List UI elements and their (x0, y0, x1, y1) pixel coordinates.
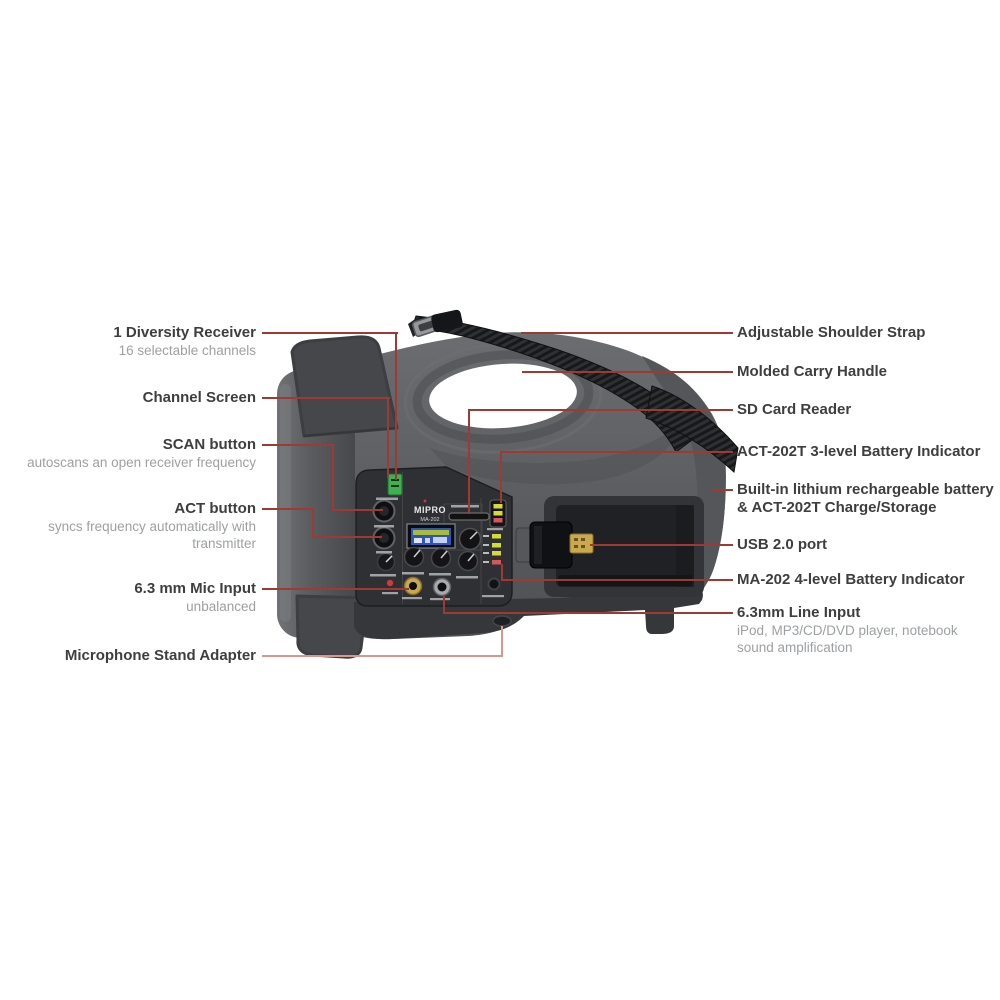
label-scan-button-sub: autoscans an open receiver frequency (27, 455, 256, 470)
shoulder-strap (408, 309, 739, 473)
leader-3level-indicator (500, 451, 733, 453)
label-4level-indicator: MA-202 4-level Battery Indicator (737, 571, 965, 589)
four-level-battery-indicator (483, 534, 501, 565)
label-act-button-sub1: syncs frequency automatically with (48, 519, 256, 534)
label-carry-handle-title: Molded Carry Handle (737, 363, 888, 380)
leader-act-button-drop (312, 508, 314, 538)
label-stand-adapter: Microphone Stand Adapter (65, 647, 256, 665)
label-usb-port: USB 2.0 port (737, 536, 827, 554)
leader-shoulder-strap (521, 332, 733, 334)
label-mic-input-title: 6.3 mm Mic Input (134, 580, 256, 597)
leader-channel-screen-drop (387, 397, 389, 478)
strap-buckle (408, 309, 463, 338)
label-carry-handle: Molded Carry Handle (737, 363, 887, 381)
label-4level-indicator-title: MA-202 4-level Battery Indicator (737, 571, 965, 588)
label-mic-input-sub: unbalanced (186, 599, 256, 614)
label-act-button: ACT button syncs frequency automatically… (48, 500, 256, 552)
label-line-input-title: 6.3mm Line Input (737, 604, 861, 621)
panel-brand-text: MIPRO (414, 505, 446, 515)
three-level-battery-indicator (489, 499, 507, 528)
leader-3level-indicator-drop (500, 451, 502, 503)
leader-line-input-rise (443, 596, 445, 614)
leader-scan-button-1 (262, 444, 334, 446)
label-shoulder-strap: Adjustable Shoulder Strap (737, 324, 925, 342)
leader-act-button-1 (262, 508, 314, 510)
carry-handle-hole (429, 363, 577, 429)
label-mic-input: 6.3 mm Mic Input unbalanced (134, 580, 256, 615)
label-diversity-receiver-sub: 16 selectable channels (118, 343, 256, 358)
label-stand-adapter-title: Microphone Stand Adapter (64, 647, 256, 664)
label-shoulder-strap-title: Adjustable Shoulder Strap (737, 324, 926, 341)
dc-input-jack (487, 577, 501, 591)
leader-4level-indicator (501, 579, 733, 581)
label-diversity-receiver: 1 Diversity Receiver 16 selectable chann… (113, 324, 256, 359)
label-diversity-receiver-title: 1 Diversity Receiver (113, 324, 256, 341)
leader-act-button-2 (312, 536, 382, 538)
under-handle-shadow (430, 420, 684, 485)
leader-scan-button-2 (332, 509, 383, 511)
panel-model-text: MA-202 (420, 517, 439, 523)
speaker-cabinet (277, 335, 399, 659)
sd-card-knob (458, 527, 482, 551)
label-sd-card: SD Card Reader (737, 401, 851, 419)
label-battery-line2: & ACT-202T Charge/Storage (737, 499, 937, 516)
sd-card-slot (448, 512, 490, 521)
mic-stand-adapter (492, 615, 512, 627)
leader-stand-adapter (262, 655, 503, 657)
usb-plug (569, 533, 594, 554)
power-led (386, 579, 394, 587)
leader-diversity-receiver (262, 332, 398, 334)
label-scan-button: SCAN button autoscans an open receiver f… (27, 436, 256, 471)
act-button (372, 526, 396, 550)
label-3level-indicator-title: ACT-202T 3-level Battery Indicator (737, 443, 981, 460)
channel-lcd-screen (406, 523, 456, 549)
leader-stand-adapter-rise (501, 626, 503, 657)
label-act-button-sub2: transmitter (192, 536, 256, 551)
handle-grip-ring (412, 350, 594, 444)
leader-channel-screen (262, 397, 390, 399)
label-3level-indicator: ACT-202T 3-level Battery Indicator (737, 443, 980, 461)
label-scan-button-title: SCAN button (162, 436, 256, 453)
panel-micro-labels (370, 497, 504, 601)
line-input-jack (432, 577, 452, 597)
mic-input-jack (403, 576, 423, 596)
label-sd-card-title: SD Card Reader (737, 401, 852, 418)
leader-usb-port (590, 544, 733, 546)
leader-diversity-receiver-drop (395, 332, 397, 480)
label-battery-line1: Built-in lithium rechargeable battery (737, 481, 994, 498)
label-act-button-title: ACT button (174, 500, 256, 517)
scan-button (372, 499, 396, 523)
label-line-input-sub1: iPod, MP3/CD/DVD player, notebook (737, 623, 958, 638)
leader-scan-button-drop (332, 444, 334, 511)
leader-mic-input (262, 588, 409, 590)
leader-line-input (443, 612, 733, 614)
label-line-input-sub2: sound amplification (737, 640, 853, 655)
volume-knob-row (403, 546, 479, 572)
leader-sd-card-drop (468, 409, 470, 514)
leader-4level-indicator-rise (501, 564, 503, 581)
leader-sd-card (468, 409, 733, 411)
label-line-input: 6.3mm Line Input iPod, MP3/CD/DVD player… (737, 604, 958, 656)
leader-carry-handle (522, 371, 733, 373)
label-channel-screen-title: Channel Screen (142, 389, 256, 406)
control-panel: MIPRO MA-202 (355, 466, 513, 607)
usb-connector (515, 521, 594, 569)
label-battery: Built-in lithium rechargeable battery & … (737, 481, 994, 517)
leader-battery (712, 489, 733, 491)
label-usb-port-title: USB 2.0 port (737, 536, 828, 553)
mic-volume-knob (376, 552, 396, 572)
label-channel-screen: Channel Screen (143, 389, 256, 407)
